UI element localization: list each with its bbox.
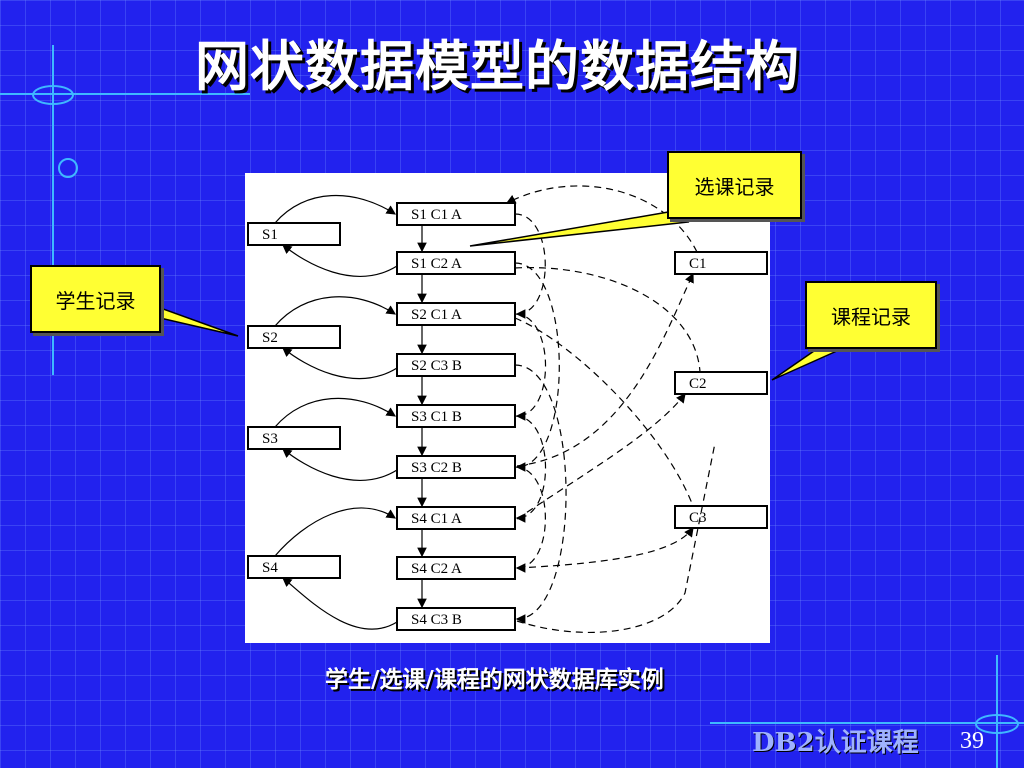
decorative-ring-left — [58, 158, 78, 178]
course-chain-6 — [514, 364, 567, 624]
decorative-line-right — [996, 655, 998, 768]
enrollment-record-9: S4 C3 B — [396, 607, 516, 631]
course-c2-return — [516, 393, 686, 520]
enrollment-record-7-label: S4 C1 A — [411, 511, 462, 527]
course-c2-return-tail — [516, 442, 716, 634]
enrollment-record-6: S3 C2 B — [396, 455, 516, 479]
student-return-4 — [282, 577, 398, 630]
decorative-line-top — [0, 93, 250, 95]
course-c3-return — [516, 527, 694, 569]
enrollment-record-6-label: S3 C2 B — [411, 460, 462, 476]
decorative-ellipse-bottom — [975, 714, 1019, 734]
student-record-s2-label: S2 — [262, 330, 278, 346]
student-record-s3: S3 — [247, 426, 341, 450]
student-link-1 — [274, 195, 397, 224]
enrollment-record-5-label: S3 C1 B — [411, 409, 462, 425]
figure-caption: 学生/选课/课程的网状数据库实例 — [325, 667, 664, 693]
enrollment-record-4-label: S2 C3 B — [411, 358, 462, 374]
course-record-c3: C3 — [674, 505, 768, 529]
slide-title: 网状数据模型的数据结构 — [195, 35, 800, 98]
course-chain-3 — [514, 415, 547, 523]
enrollment-record-1-label: S1 C1 A — [411, 207, 462, 223]
enrollment-record-7: S4 C1 A — [396, 506, 516, 530]
enrollment-record-5: S3 C1 B — [396, 404, 516, 428]
callout-course-selection: 选课记录 — [667, 151, 802, 219]
student-return-3 — [282, 448, 398, 481]
decorative-ellipse-top — [32, 85, 74, 105]
course-chain-5 — [514, 466, 546, 573]
course-record-c1: C1 — [674, 251, 768, 275]
course-c1-return — [516, 272, 694, 467]
student-link-4 — [274, 507, 397, 557]
course-record-c2: C2 — [674, 371, 768, 395]
enrollment-record-3-label: S2 C1 A — [411, 307, 462, 323]
course-record-c3-label: C3 — [689, 510, 707, 526]
student-link-3 — [274, 397, 397, 428]
enrollment-record-1: S1 C1 A — [396, 202, 516, 226]
enrollment-record-3: S2 C1 A — [396, 302, 516, 326]
student-return-2 — [282, 347, 398, 379]
decorative-line-bottom — [710, 722, 1024, 724]
course-record-c2-label: C2 — [689, 376, 707, 392]
course-footer: DB2认证课程 — [752, 728, 919, 758]
enrollment-record-2: S1 C2 A — [396, 251, 516, 275]
pointer-student — [153, 304, 239, 337]
student-record-s1: S1 — [247, 222, 341, 246]
course-record-c1-label: C1 — [689, 256, 707, 272]
enrollment-record-9-label: S4 C3 B — [411, 612, 462, 628]
enrollment-record-8-label: S4 C2 A — [411, 561, 462, 577]
callout-student: 学生记录 — [30, 265, 161, 333]
student-record-s4: S4 — [247, 555, 341, 579]
enrollment-record-8: S4 C2 A — [396, 556, 516, 580]
course-chain-4 — [514, 262, 560, 472]
student-record-s1-label: S1 — [262, 227, 278, 243]
enrollment-record-2-label: S1 C2 A — [411, 256, 462, 272]
course-chain-2 — [514, 313, 547, 421]
student-return-1 — [282, 244, 398, 277]
course-c3-link — [514, 317, 694, 507]
student-link-2 — [274, 296, 397, 327]
enrollment-record-4: S2 C3 B — [396, 353, 516, 377]
student-record-s3-label: S3 — [262, 431, 278, 447]
student-record-s2: S2 — [247, 325, 341, 349]
page-number: 39 — [960, 728, 984, 754]
student-record-s4-label: S4 — [262, 560, 278, 576]
callout-course: 课程记录 — [805, 281, 937, 349]
decorative-line-left — [52, 45, 54, 375]
course-c2-link — [514, 266, 701, 373]
